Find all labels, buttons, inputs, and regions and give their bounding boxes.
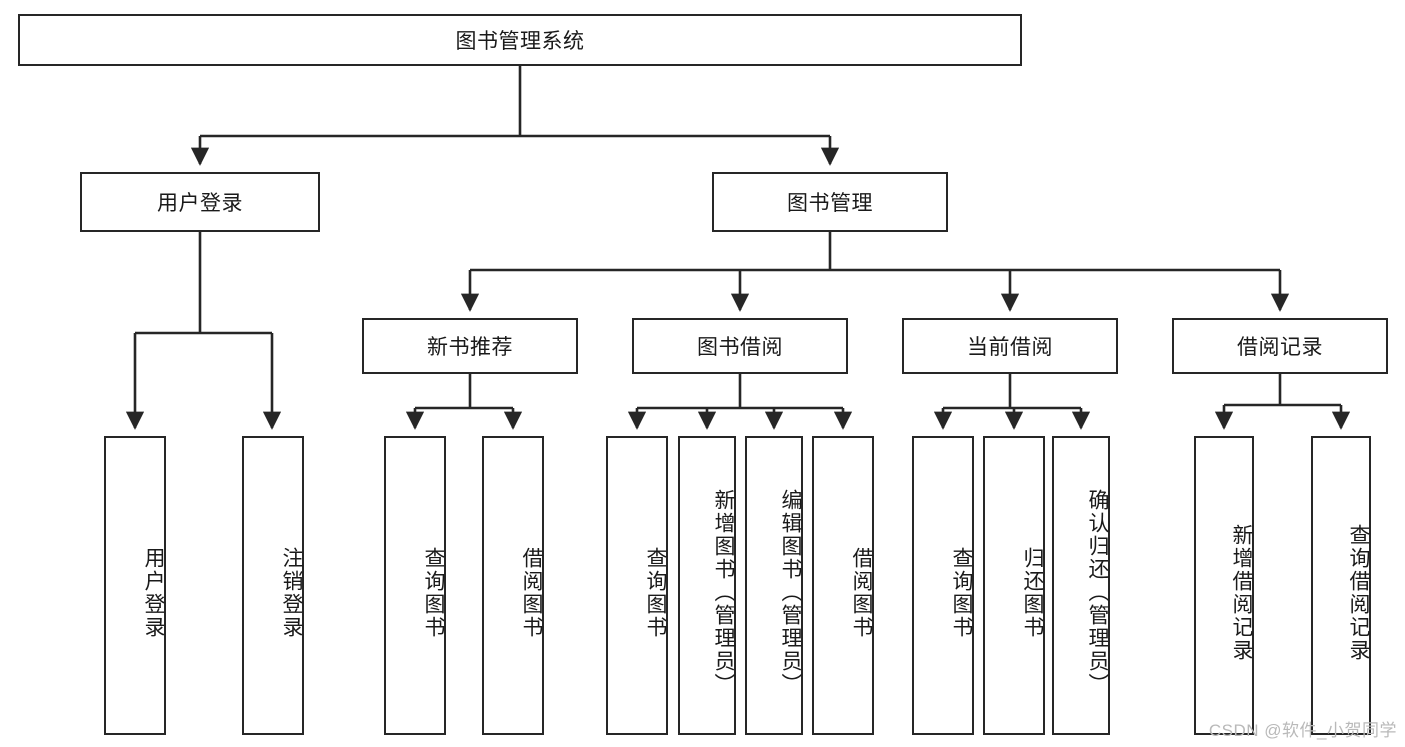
- node-leaf-query-book-borrow-label: 查询图书: [644, 546, 667, 639]
- csdn-watermark: CSDN @软件_小贺同学: [1208, 721, 1397, 740]
- node-leaf-query-book-rec[interactable]: 查询图书: [384, 436, 446, 735]
- node-leaf-return-book-label: 归还图书: [1021, 546, 1044, 639]
- node-leaf-edit-book[interactable]: 编辑图书（管理员）: [745, 436, 803, 735]
- node-leaf-add-record[interactable]: 新增借阅记录: [1194, 436, 1254, 735]
- node-leaf-borrow-book-rec-label: 借阅图书: [520, 546, 543, 639]
- node-user-login-label: 用户登录: [157, 192, 243, 215]
- node-leaf-user-login-label: 用户登录: [142, 546, 165, 639]
- node-leaf-add-book[interactable]: 新增图书（管理员）: [678, 436, 736, 735]
- node-leaf-borrow-book-rec[interactable]: 借阅图书: [482, 436, 544, 735]
- node-new-book-recommend[interactable]: 新书推荐: [362, 318, 578, 374]
- node-leaf-confirm-return[interactable]: 确认归还（管理员）: [1052, 436, 1110, 735]
- node-root[interactable]: 图书管理系统: [18, 14, 1022, 66]
- node-root-label: 图书管理系统: [455, 30, 585, 53]
- node-leaf-add-record-label: 新增借阅记录: [1230, 523, 1253, 662]
- node-current-borrow[interactable]: 当前借阅: [902, 318, 1118, 374]
- node-leaf-query-book-cur[interactable]: 查询图书: [912, 436, 974, 735]
- node-book-borrow-label: 图书借阅: [697, 336, 783, 359]
- node-current-borrow-label: 当前借阅: [967, 336, 1053, 359]
- node-leaf-query-book-cur-label: 查询图书: [950, 546, 973, 639]
- node-leaf-logout[interactable]: 注销登录: [242, 436, 304, 735]
- node-leaf-query-record-label: 查询借阅记录: [1347, 523, 1370, 662]
- node-new-book-recommend-label: 新书推荐: [427, 336, 513, 359]
- node-leaf-query-book-borrow[interactable]: 查询图书: [606, 436, 668, 735]
- node-leaf-return-book[interactable]: 归还图书: [983, 436, 1045, 735]
- node-leaf-borrow-book[interactable]: 借阅图书: [812, 436, 874, 735]
- node-leaf-edit-book-label: 编辑图书（管理员）: [779, 489, 802, 696]
- node-borrow-record-label: 借阅记录: [1237, 336, 1323, 359]
- node-user-login[interactable]: 用户登录: [80, 172, 320, 232]
- node-leaf-query-book-rec-label: 查询图书: [422, 546, 445, 639]
- node-leaf-query-record[interactable]: 查询借阅记录: [1311, 436, 1371, 735]
- node-leaf-logout-label: 注销登录: [280, 546, 303, 639]
- node-borrow-record[interactable]: 借阅记录: [1172, 318, 1388, 374]
- node-book-manage-label: 图书管理: [787, 192, 873, 215]
- node-leaf-borrow-book-label: 借阅图书: [850, 546, 873, 639]
- node-leaf-add-book-label: 新增图书（管理员）: [712, 489, 735, 696]
- node-book-borrow[interactable]: 图书借阅: [632, 318, 848, 374]
- node-leaf-user-login[interactable]: 用户登录: [104, 436, 166, 735]
- node-leaf-confirm-return-label: 确认归还（管理员）: [1086, 489, 1109, 696]
- node-book-manage[interactable]: 图书管理: [712, 172, 948, 232]
